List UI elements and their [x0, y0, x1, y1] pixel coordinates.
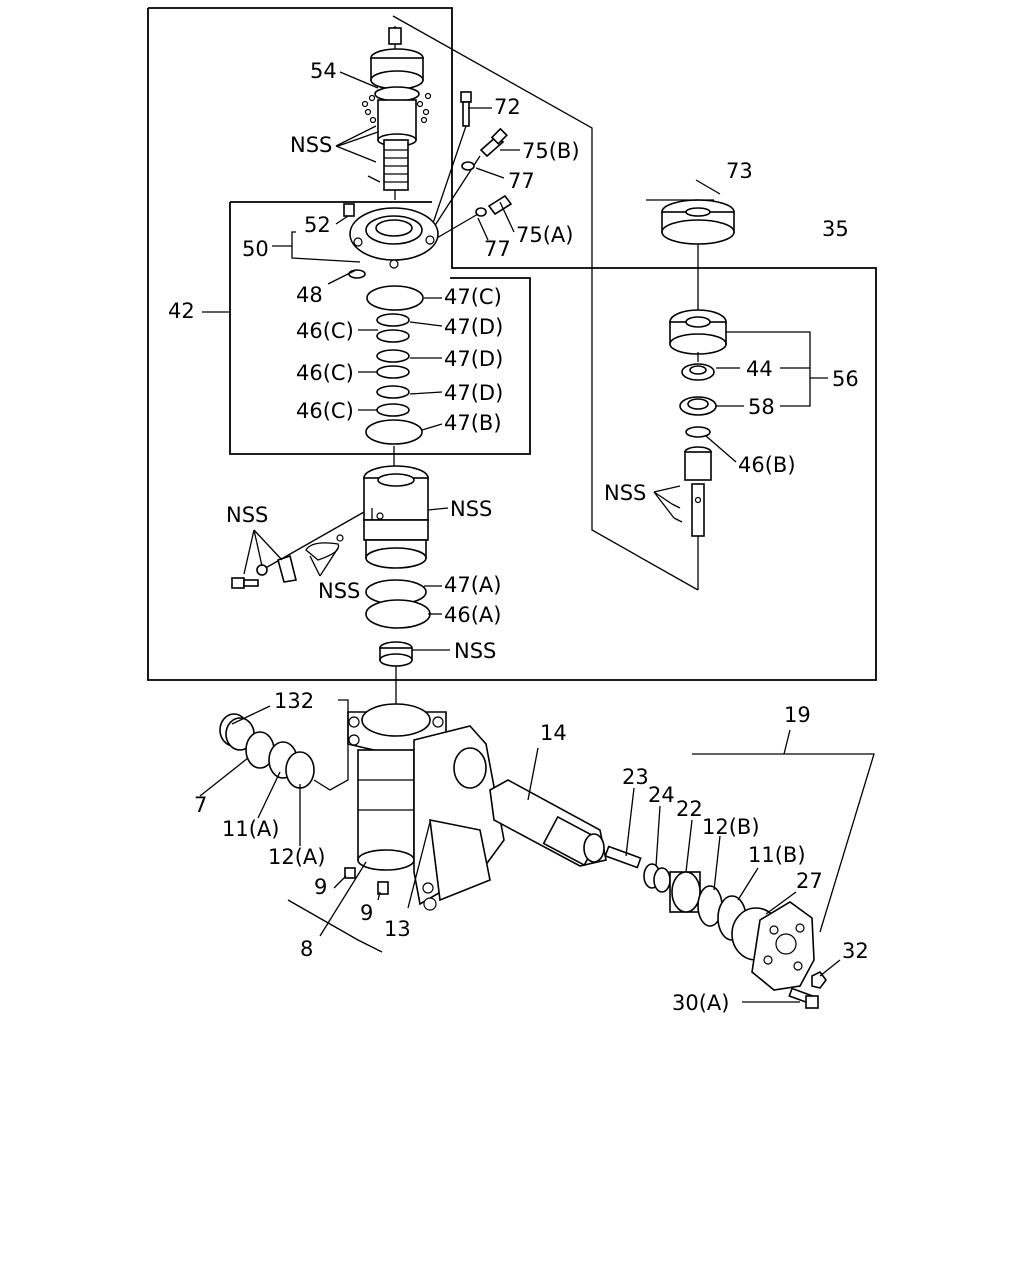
label-8: 8: [300, 937, 313, 961]
label-nss-right: NSS: [604, 481, 646, 505]
part-30a-bolt: [788, 987, 819, 1009]
label-46c-1: 46(C): [296, 319, 354, 343]
label-54: 54: [310, 59, 337, 83]
gear-housing: [347, 703, 505, 911]
label-47d-2: 47(D): [444, 347, 503, 371]
part-56-valve: [669, 309, 727, 362]
label-75b: 75(B): [522, 139, 580, 163]
part-9-plugs: [344, 867, 389, 895]
label-13: 13: [384, 917, 411, 941]
label-46a: 46(A): [444, 603, 501, 627]
nss-bottom-nut: [379, 641, 413, 710]
piston-body: [363, 446, 429, 569]
part-46a-ring: [365, 599, 431, 629]
label-9-left: 9: [314, 875, 327, 899]
part-75b-fitting: [431, 127, 508, 231]
label-24: 24: [648, 783, 675, 807]
label-56: 56: [832, 367, 859, 391]
label-9-right: 9: [360, 901, 373, 925]
leader-lines: [199, 71, 875, 1003]
part-22-bearing: [669, 871, 701, 913]
label-47d-3: 47(D): [444, 381, 503, 405]
part-12a-ring: [285, 751, 315, 789]
label-48: 48: [296, 283, 323, 307]
label-47c: 47(C): [444, 285, 502, 309]
part-50-valve-housing: [343, 203, 439, 269]
part-48-o-ring: [348, 269, 366, 279]
part-14-sector-shaft: [489, 779, 607, 867]
label-30a: 30(A): [672, 991, 729, 1015]
part-46b-ring: [685, 426, 711, 438]
seal-ring-stack: [365, 285, 424, 445]
part-54-valve-spool: [361, 26, 432, 200]
part-72-bolt: [427, 91, 472, 239]
label-22: 22: [676, 797, 703, 821]
part-58-seal: [679, 396, 717, 416]
label-12a: 12(A): [268, 845, 325, 869]
label-nss-mid-left: NSS: [226, 503, 268, 527]
label-11b: 11(B): [748, 843, 806, 867]
label-7: 7: [194, 793, 207, 817]
label-73: 73: [726, 159, 753, 183]
part-32-nut: [811, 970, 827, 989]
label-46b: 46(B): [738, 453, 796, 477]
part-73-cap: [661, 199, 735, 310]
assembly-42-frame: [229, 201, 531, 455]
label-23: 23: [622, 765, 649, 789]
label-132: 132: [274, 689, 314, 713]
label-50: 50: [242, 237, 269, 261]
label-27: 27: [796, 869, 823, 893]
right-spool: [671, 446, 712, 590]
label-47d-1: 47(D): [444, 315, 503, 339]
label-11a: 11(A): [222, 817, 279, 841]
part-labels: 54 72 NSS 75(B) 77 52 50 75(A) 77 73 35 …: [168, 59, 869, 1015]
label-46c-3: 46(C): [296, 399, 354, 423]
label-nss-mid-low: NSS: [318, 579, 360, 603]
label-77-lower: 77: [484, 237, 511, 261]
label-12b: 12(B): [702, 815, 760, 839]
label-nss-mid-right: NSS: [450, 497, 492, 521]
label-nss-bottom: NSS: [454, 639, 496, 663]
part-23-stud: [604, 845, 642, 869]
label-72: 72: [494, 95, 521, 119]
part-77-washer-upper: [461, 161, 475, 171]
part-44-bearing: [681, 363, 715, 381]
piston-pin-parts: [231, 511, 365, 589]
label-47b: 47(B): [444, 411, 502, 435]
side-cover: [751, 901, 815, 991]
label-44: 44: [746, 357, 773, 381]
label-19: 19: [784, 703, 811, 727]
assembly-35-frame: [147, 7, 877, 681]
label-75a: 75(A): [516, 223, 573, 247]
part-132-seal: [219, 713, 255, 751]
label-58: 58: [748, 395, 775, 419]
valve-group-bracket: [392, 15, 699, 591]
label-42: 42: [168, 299, 195, 323]
part-75a-fitting: [429, 194, 513, 243]
label-35: 35: [822, 217, 849, 241]
label-77-upper: 77: [508, 169, 535, 193]
part-24-spring: [643, 863, 671, 893]
label-nss-top: NSS: [290, 133, 332, 157]
label-52: 52: [304, 213, 331, 237]
label-32: 32: [842, 939, 869, 963]
label-14: 14: [540, 721, 567, 745]
label-47a: 47(A): [444, 573, 501, 597]
label-46c-2: 46(C): [296, 361, 354, 385]
